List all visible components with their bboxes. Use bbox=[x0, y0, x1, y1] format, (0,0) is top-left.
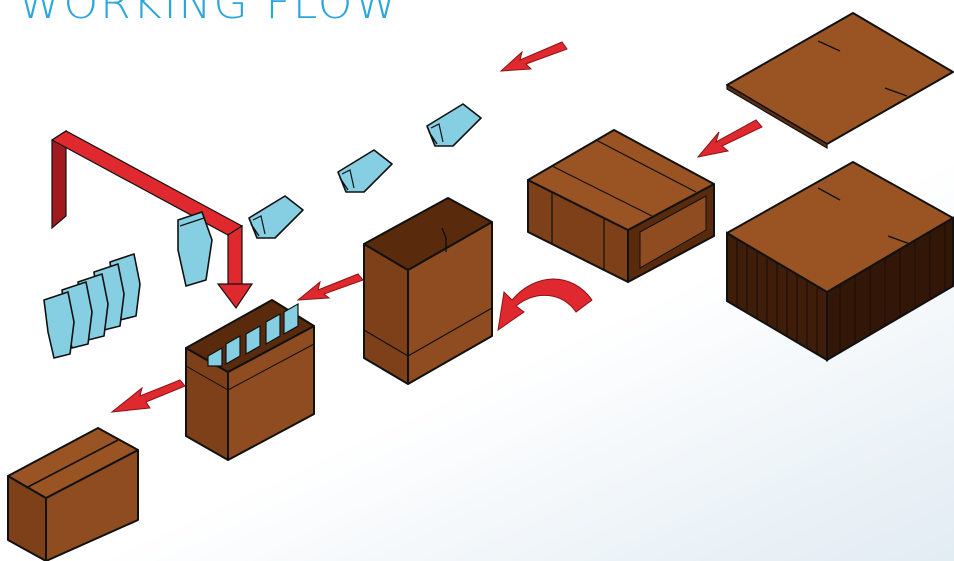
carton-sleeve bbox=[527, 129, 715, 283]
divider-box bbox=[185, 299, 315, 461]
arrow-to-closed-box bbox=[110, 379, 186, 413]
stack-of-flat-cartons bbox=[726, 161, 954, 362]
pouch-row bbox=[43, 253, 141, 359]
arrow-box-to-divider bbox=[296, 273, 364, 301]
page-title: WORKING FLOW bbox=[18, 0, 400, 29]
closed-shipping-box bbox=[7, 427, 139, 561]
pouch-2 bbox=[337, 149, 393, 193]
pouch-1 bbox=[426, 103, 482, 147]
curved-arrow bbox=[497, 278, 593, 332]
arrow-sheet-to-sleeve bbox=[696, 119, 763, 158]
open-box bbox=[363, 197, 493, 385]
arrow-incoming-pouches bbox=[499, 41, 568, 72]
overhead-pipe-arrow bbox=[50, 129, 254, 310]
pouch-3 bbox=[248, 195, 304, 239]
flat-carton-sheet bbox=[726, 12, 954, 150]
standing-pouch bbox=[177, 211, 213, 287]
